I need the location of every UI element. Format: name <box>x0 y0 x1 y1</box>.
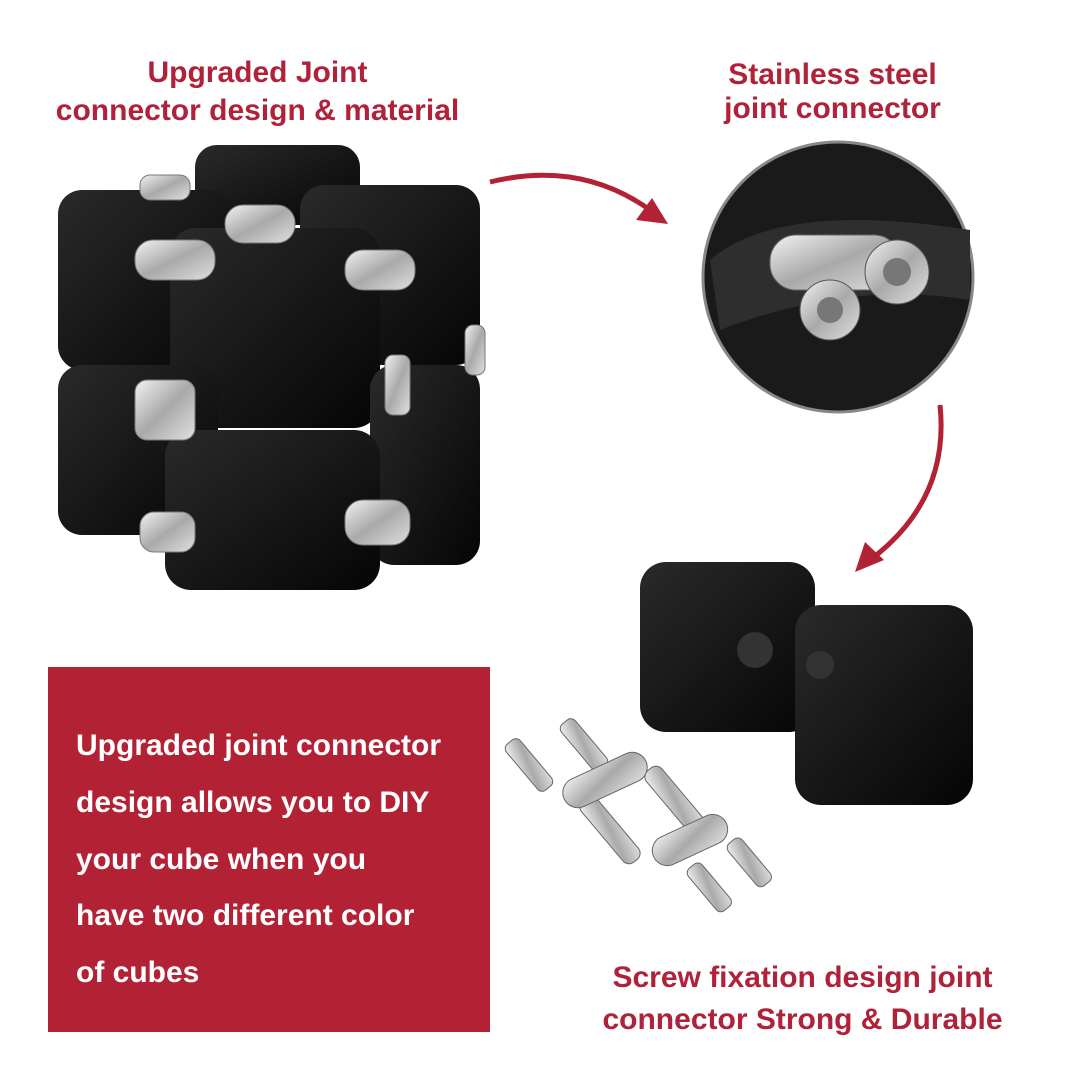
arrowhead-icon <box>636 198 668 224</box>
heading-line: connector Strong & Durable <box>602 1003 1003 1036</box>
heading-line: connector design & material <box>55 94 460 127</box>
disassembled-cubes-image <box>640 562 973 805</box>
heading-line: Screw fixation design joint <box>612 961 993 994</box>
callout-box: Upgraded joint connector design allows y… <box>48 667 490 1032</box>
arrowhead-icon <box>855 542 884 572</box>
callout-line: have two different color <box>76 899 415 932</box>
screws-and-links-image <box>504 718 772 913</box>
connector-closeup-image <box>701 140 975 414</box>
infinity-cube-image <box>58 145 486 590</box>
arrow-icon <box>489 172 944 562</box>
callout-line: your cube when you <box>76 843 367 876</box>
top-left-heading: Upgraded Joint connector design & materi… <box>20 54 495 130</box>
callout-line: Upgraded joint connector <box>76 729 442 762</box>
heading-line: Stainless steel <box>728 58 937 91</box>
heading-line: joint connector <box>724 92 941 125</box>
callout-line: of cubes <box>76 956 200 989</box>
bottom-right-heading: Screw fixation design joint connector St… <box>560 957 1045 1041</box>
callout-line: design allows you to DIY <box>76 786 430 819</box>
heading-line: Upgraded Joint <box>147 56 368 89</box>
top-right-heading: Stainless steel joint connector <box>680 58 985 126</box>
